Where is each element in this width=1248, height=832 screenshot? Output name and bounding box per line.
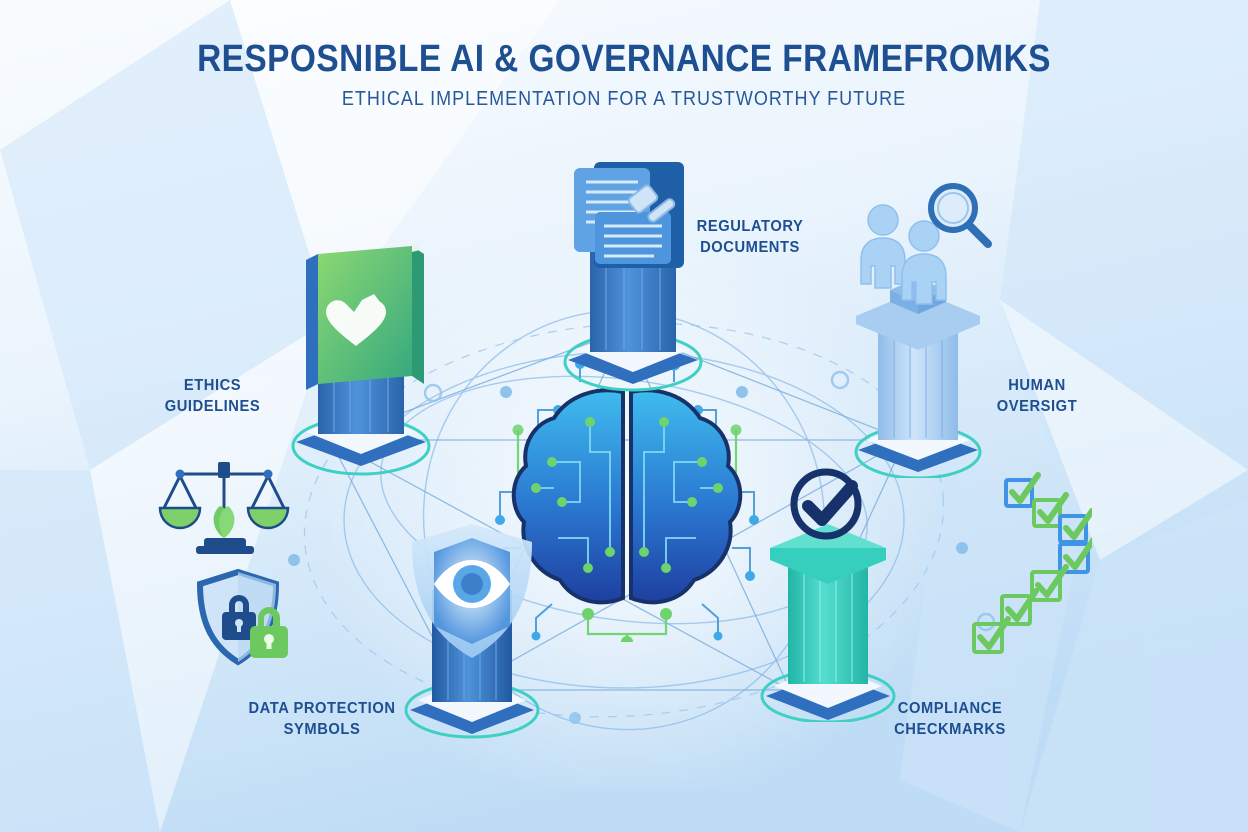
label-compliance-checkmarks: COMPLIANCE CHECKMARKS [894, 700, 1006, 739]
brain-circuit-icon [495, 357, 759, 642]
label-regulatory-documents: REGULATORY DOCUMENTS [696, 218, 804, 257]
justice-scale-leaf-icon [158, 462, 290, 554]
compliance-check-cluster [972, 472, 1092, 654]
label-ethics-guidelines: ETHICS GUIDELINES [164, 377, 261, 416]
compliance-pillar[interactable] [738, 462, 918, 722]
page-subtitle: ETHICAL IMPLEMENTATION FOR A TRUSTWORTHY… [341, 88, 907, 110]
human-oversight-pillar[interactable] [828, 178, 1008, 478]
label-data-protection: DATA PROTECTION SYMBOLS [248, 700, 396, 739]
label-human-oversight: HUMAN OVERSIGT [996, 377, 1078, 416]
page-title: RESPOSNIBLE AI & GOVERNANCE FRAMEFROMKS [197, 38, 1051, 80]
ethics-book-pillar[interactable] [266, 240, 456, 480]
regulatory-documents-pillar[interactable] [538, 148, 728, 398]
shield-lock-icon [196, 568, 288, 666]
data-protection-pillar[interactable] [382, 518, 562, 748]
